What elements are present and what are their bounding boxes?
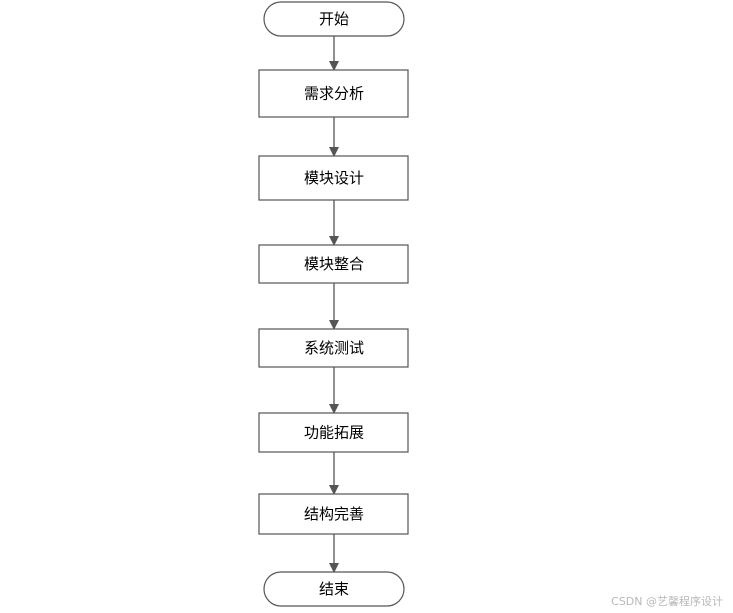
step-feature-expansion: 功能拓展 (258, 412, 409, 453)
end-terminal: 结束 (263, 571, 405, 607)
watermark: CSDN @艺馨程序设计 (611, 595, 723, 608)
step-structure-refinement: 结构完善 (258, 493, 409, 535)
step-requirements-analysis: 需求分析 (258, 69, 409, 118)
start-terminal: 开始 (263, 1, 405, 37)
end-label: 结束 (319, 580, 349, 598)
step-module-design-label: 模块设计 (304, 169, 364, 187)
step-system-testing-label: 系统测试 (304, 339, 364, 357)
step-requirements-analysis-label: 需求分析 (304, 85, 364, 103)
start-label: 开始 (319, 10, 349, 28)
step-feature-expansion-label: 功能拓展 (304, 424, 364, 442)
step-module-design: 模块设计 (258, 155, 409, 201)
step-structure-refinement-label: 结构完善 (304, 505, 364, 523)
step-module-integration-label: 模块整合 (304, 255, 364, 273)
step-module-integration: 模块整合 (258, 244, 409, 284)
step-system-testing: 系统测试 (258, 328, 409, 368)
